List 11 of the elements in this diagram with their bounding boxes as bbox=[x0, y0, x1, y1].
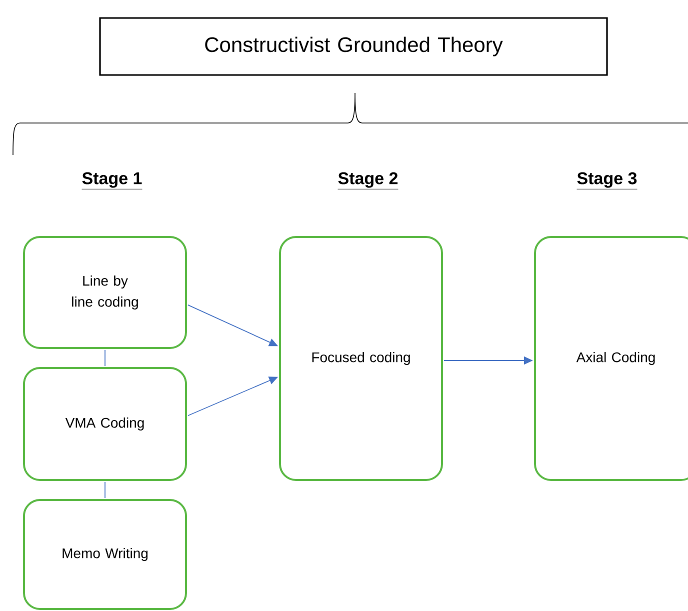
process-box: Memo Writing bbox=[23, 499, 187, 610]
process-box: Focused coding bbox=[279, 236, 443, 481]
connector-line bbox=[104, 350, 106, 366]
process-box: VMA Coding bbox=[23, 367, 187, 481]
process-box: Line by line coding bbox=[23, 236, 187, 349]
stage-heading: Stage 3 bbox=[576, 172, 638, 190]
title-box: Constructivist Grounded Theory bbox=[99, 17, 608, 76]
stage-heading: Stage 1 bbox=[82, 172, 142, 190]
connector-line bbox=[104, 482, 106, 498]
stage-heading: Stage 2 bbox=[338, 172, 398, 190]
process-box: Axial Coding bbox=[534, 236, 688, 481]
